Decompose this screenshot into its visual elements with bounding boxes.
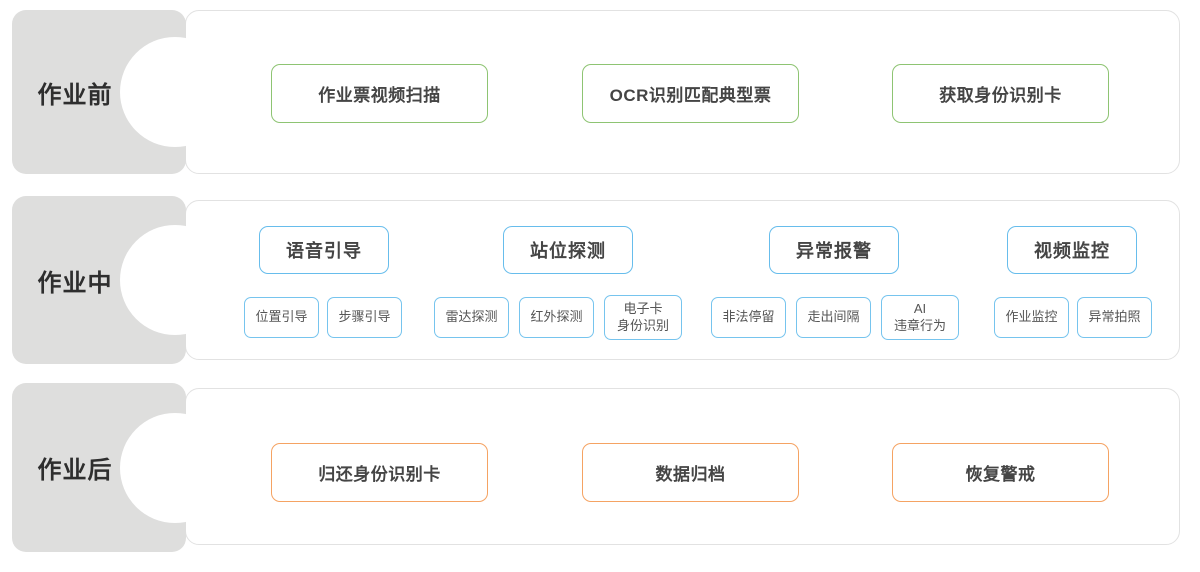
sub-box-voice-1[interactable]: 位置引导 — [244, 297, 319, 338]
sub-box-alarm-1[interactable]: 非法停留 — [711, 297, 786, 338]
sub-box-line2: 违章行为 — [893, 317, 946, 333]
sub-box-position-1[interactable]: 雷达探测 — [434, 297, 509, 338]
sub-box-voice-2[interactable]: 步骤引导 — [327, 297, 402, 338]
group-main-video-monitor[interactable]: 视频监控 — [1007, 226, 1137, 274]
task-box-before-3[interactable]: 获取身份识别卡 — [892, 64, 1109, 123]
phase-title-before: 作业前 — [37, 81, 113, 109]
sub-box-line2: 身份识别 — [616, 317, 669, 333]
phase-title-during: 作业中 — [37, 269, 113, 297]
sub-box-line1: 作业监控 — [1005, 309, 1058, 325]
phase-label-before: 作业前 — [12, 10, 186, 174]
phase-title-after: 作业后 — [37, 457, 113, 484]
task-box-after-2[interactable]: 数据归档 — [582, 443, 799, 502]
sub-box-line1: AI — [913, 301, 927, 317]
group-main-voice-guide[interactable]: 语音引导 — [259, 226, 389, 274]
phase-notch-during — [120, 225, 186, 335]
phase-notch-before — [120, 37, 186, 147]
group-main-abnormal-alarm[interactable]: 异常报警 — [769, 226, 899, 274]
task-box-after-3[interactable]: 恢复警戒 — [892, 443, 1109, 502]
task-box-before-2[interactable]: OCR识别匹配典型票 — [582, 64, 799, 123]
sub-box-line1: 位置引导 — [255, 309, 308, 325]
phase-notch-after — [120, 413, 186, 523]
sub-box-line1: 步骤引导 — [338, 309, 391, 325]
sub-box-alarm-2[interactable]: 走出间隔 — [796, 297, 871, 338]
sub-box-line1: 雷达探测 — [445, 309, 498, 325]
sub-box-video-1[interactable]: 作业监控 — [994, 297, 1069, 338]
phase-label-during: 作业中 — [12, 196, 186, 364]
sub-box-video-2[interactable]: 异常拍照 — [1077, 297, 1152, 338]
sub-box-alarm-3[interactable]: AI 违章行为 — [881, 295, 959, 340]
sub-box-position-2[interactable]: 红外探测 — [519, 297, 594, 338]
phase-label-after: 作业后 — [12, 383, 186, 552]
sub-box-line1: 异常拍照 — [1088, 309, 1141, 325]
sub-box-position-3[interactable]: 电子卡 身份识别 — [604, 295, 682, 340]
sub-box-line1: 红外探测 — [530, 309, 583, 325]
sub-box-line1: 非法停留 — [722, 309, 775, 325]
sub-box-line1: 电子卡 — [623, 301, 663, 317]
sub-box-line1: 走出间隔 — [807, 309, 860, 325]
group-main-position-detect[interactable]: 站位探测 — [503, 226, 633, 274]
task-box-before-1[interactable]: 作业票视频扫描 — [271, 64, 488, 123]
task-box-after-1[interactable]: 归还身份识别卡 — [271, 443, 488, 502]
